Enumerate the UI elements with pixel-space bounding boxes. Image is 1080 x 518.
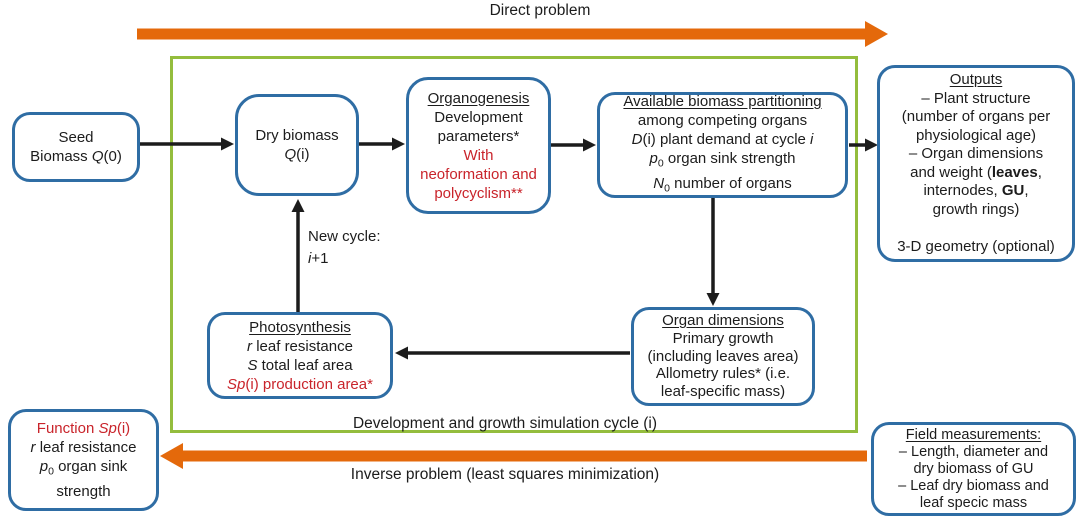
field-measurements-box: Field measurements:– Length, diameter an… bbox=[871, 422, 1076, 516]
simulation-cycle-rectangle bbox=[170, 56, 858, 433]
direct-problem-label: Direct problem bbox=[489, 2, 591, 19]
inverse-problem-label: Inverse problem (least squares minimizat… bbox=[350, 466, 660, 483]
new-cycle-annotation: New cycle:i+1 bbox=[308, 228, 381, 267]
outputs-box: Outputs– Plant structure(number of organ… bbox=[877, 65, 1075, 262]
cycle-caption-label: Development and growth simulation cycle … bbox=[352, 415, 658, 432]
